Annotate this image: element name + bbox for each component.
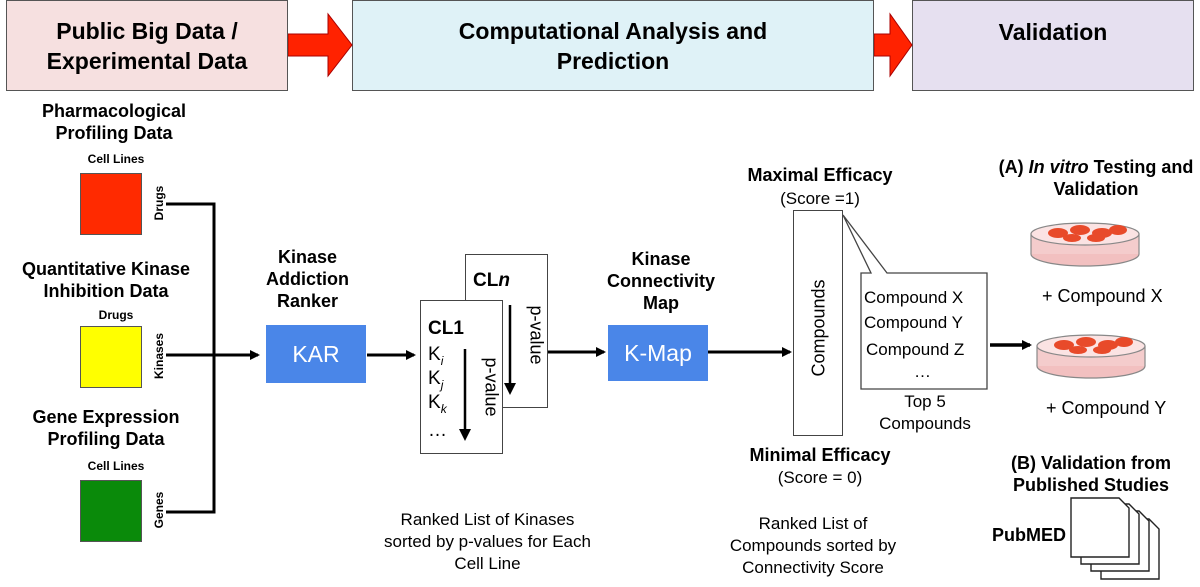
stage-data-banner: Public Big Data / Experimental Data (6, 0, 288, 91)
kinase-item-j: Kj (428, 368, 444, 392)
kmap-title: Kinase Connectivity Map (606, 249, 716, 313)
front-pvalue-arrow-icon (459, 349, 471, 441)
petri-dish-icon (1036, 334, 1146, 379)
back-card-title: CLn (473, 269, 510, 293)
stage-analysis-label: Computational Analysis and Prediction (458, 17, 768, 74)
top-compound-z: Compound Z (866, 340, 965, 359)
stage-validation-banner: Validation (912, 0, 1194, 91)
kinase-top-label: Drugs (98, 308, 134, 322)
pharma-matrix-square (80, 173, 142, 235)
compounds-bar-label: Compounds (808, 279, 829, 377)
kar-box: KAR (266, 325, 366, 383)
ranked-kinases-caption: Ranked List of Kinases sorted by p-value… (384, 510, 591, 573)
gene-matrix-square (80, 480, 142, 542)
pubmed-label: PubMED (990, 524, 1068, 546)
paper-stack-icon (1070, 497, 1160, 580)
back-pvalue-label: p-value (526, 305, 547, 365)
back-pvalue-arrow-icon (504, 305, 516, 395)
min-efficacy-score: (Score = 0) (777, 468, 863, 487)
in-vitro-rest: Testing and Validation (1053, 157, 1194, 199)
front-card-title: CL1 (428, 318, 464, 339)
pharma-top-label: Cell Lines (87, 152, 145, 166)
ranked-card-front: CL1 Ki Kj Kk … p-value (420, 300, 503, 454)
top-compound-x: Compound X (864, 288, 964, 307)
top-compound-y: Compound Y (864, 313, 963, 332)
kmap-box: K-Map (608, 325, 708, 381)
kinase-item-i: Ki (428, 344, 444, 368)
ranked-compounds-caption: Ranked List of Compounds sorted by Conne… (729, 514, 897, 577)
in-vitro-italic: In vitro (1028, 157, 1089, 177)
compound-y-treatment: + Compound Y (1046, 398, 1167, 418)
top-compounds-callout (842, 214, 988, 390)
stage-arrow-2-icon (874, 12, 913, 78)
compounds-bar: Compounds (793, 210, 843, 436)
gene-top-label: Cell Lines (87, 459, 145, 473)
min-efficacy-title: Minimal Efficacy (749, 445, 891, 465)
kar-title: Kinase Addiction Ranker (266, 247, 349, 311)
stage-analysis-banner: Computational Analysis and Prediction (352, 0, 874, 91)
stage-validation-label: Validation (998, 19, 1108, 45)
kinase-matrix-square (80, 326, 142, 388)
compound-x-treatment: + Compound X (1042, 286, 1163, 306)
max-efficacy-title: Maximal Efficacy (747, 165, 893, 185)
kinase-data-title: Quantitative Kinase Inhibition Data (21, 259, 191, 301)
top-compounds-label: Top 5 Compounds (879, 392, 971, 433)
petri-dish-icon (1030, 222, 1140, 267)
gene-data-title: Gene Expression Profiling Data (32, 407, 180, 449)
stage-arrow-1-icon (288, 12, 353, 78)
back-card-title-text: CLn (473, 270, 510, 291)
kinase-item-k: Kk (428, 392, 447, 416)
in-vitro-prefix: (A) (998, 157, 1029, 177)
published-studies-title: (B) Validation from Published Studies (1010, 453, 1171, 495)
in-vitro-title: (A) In vitro Testing and Validation (996, 156, 1196, 200)
kinase-item-more: … (428, 420, 447, 441)
max-efficacy-score: (Score =1) (780, 189, 860, 208)
pharma-data-title: Pharmacological Profiling Data (41, 101, 187, 143)
top-compound-more: … (914, 362, 931, 381)
stage-data-label: Public Big Data / Experimental Data (46, 17, 248, 74)
front-pvalue-label: p-value (481, 357, 502, 417)
